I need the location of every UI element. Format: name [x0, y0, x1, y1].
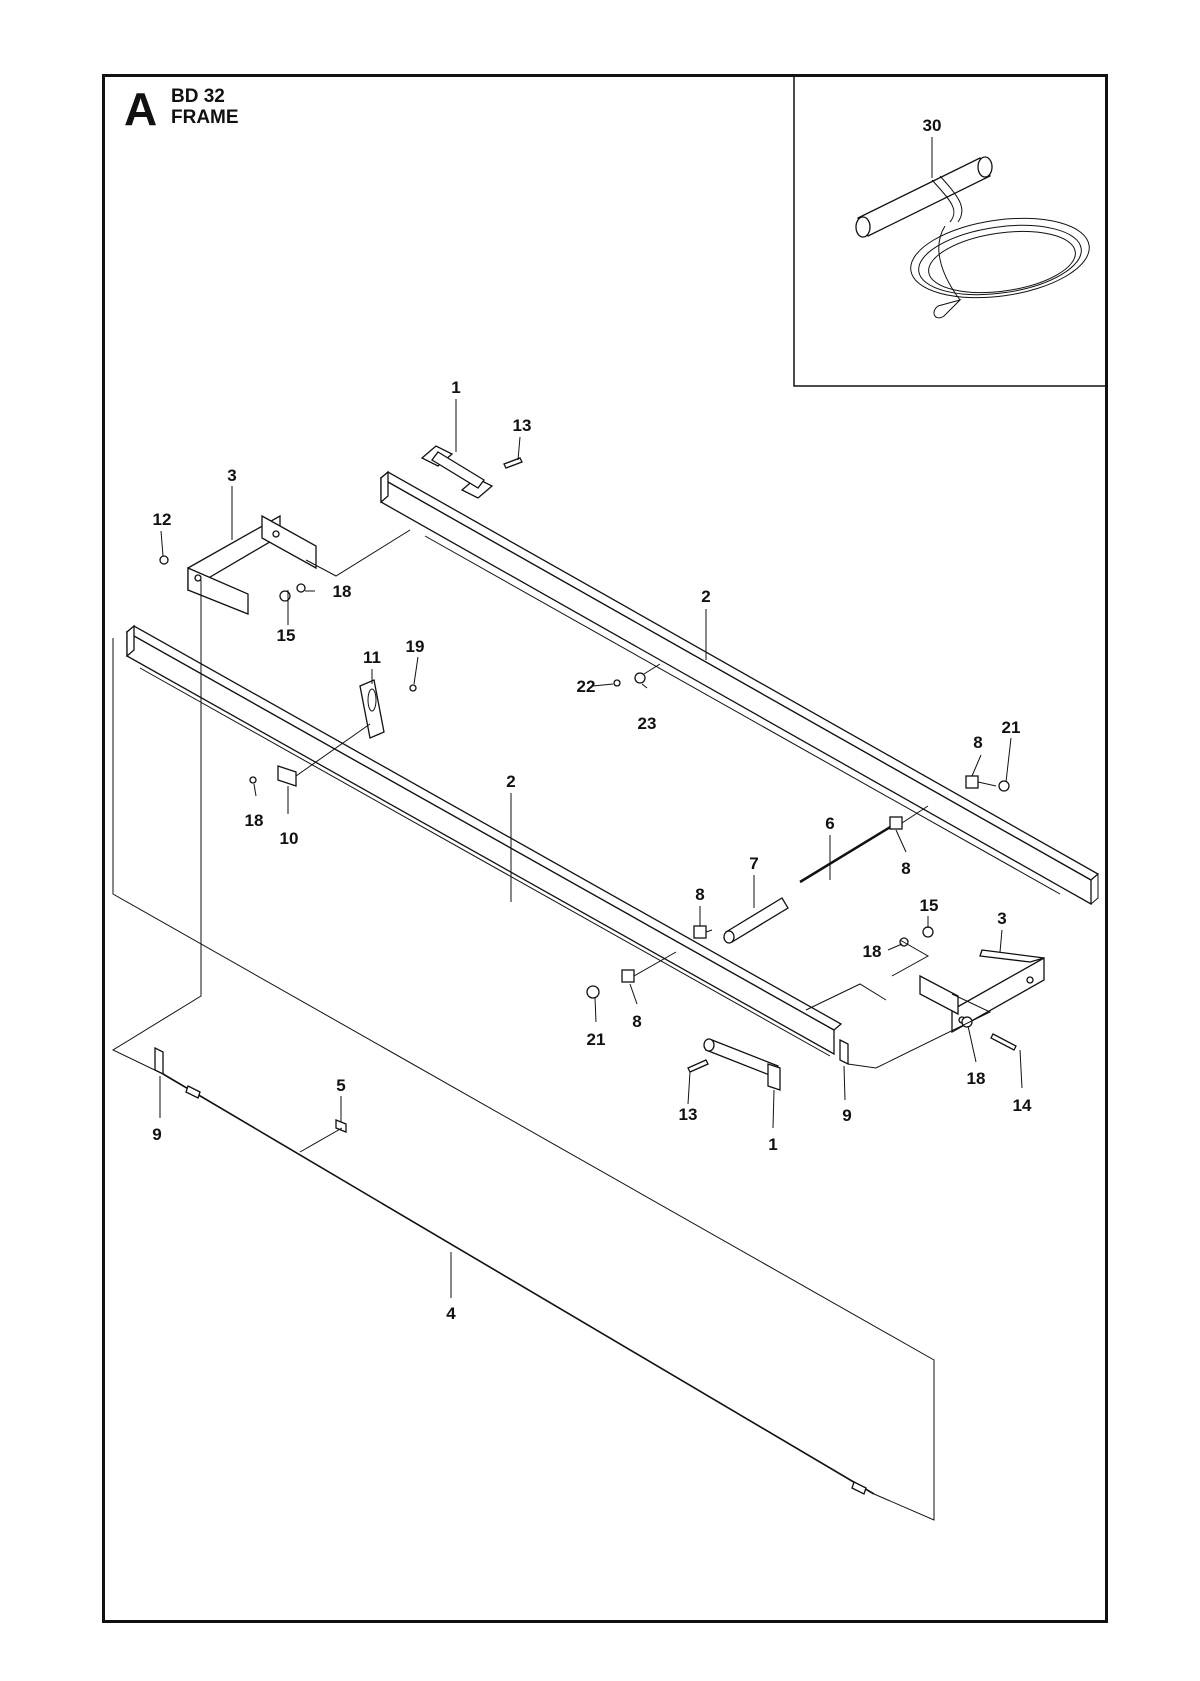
callout-21-left: 21 — [587, 1030, 606, 1049]
callout-19: 18 — [245, 811, 264, 830]
callout-10: 10 — [280, 829, 299, 848]
model-name: BD 32 — [171, 86, 225, 107]
bottom-handle-part — [703, 1038, 781, 1091]
inset-panel: 30 — [793, 76, 1106, 387]
callout-labels: 1 13 3 12 18 15 2 19 11 22 23 21 8 2 18 … — [152, 378, 1032, 1323]
callout-11: 11 — [363, 648, 381, 667]
right-end-bracket-part — [919, 949, 1045, 1034]
section-letter: A — [124, 83, 158, 135]
leader-lines — [159, 399, 1023, 1298]
callout-8-roller: 8 — [695, 885, 704, 904]
callout-13-bottom: 13 — [679, 1105, 698, 1124]
callout-3-left: 3 — [227, 466, 236, 485]
front-rail-part — [125, 624, 843, 1057]
callout-17-right-top: 18 — [863, 942, 882, 961]
top-handle-part — [420, 445, 494, 499]
callout-6: 6 — [825, 814, 834, 833]
callout-2-front: 2 — [506, 772, 515, 791]
fastener-parts — [159, 457, 1017, 1073]
callout-9-left: 9 — [152, 1125, 161, 1144]
small-plate-part — [277, 765, 297, 787]
callout-2-rear: 2 — [701, 587, 710, 606]
block-part — [621, 775, 979, 983]
callout-8-lower: 8 — [632, 1012, 641, 1031]
callout-15-right: 15 — [920, 896, 939, 915]
handle-with-cable-part — [855, 156, 1090, 319]
callout-13-top: 13 — [513, 416, 532, 435]
callout-1-top: 1 — [451, 378, 460, 397]
callout-12: 12 — [153, 510, 172, 529]
callout-17-left: 18 — [333, 582, 352, 601]
steel-cable-part — [162, 1073, 875, 1495]
callout-23: 23 — [638, 714, 657, 733]
callout-30: 30 — [923, 116, 942, 135]
callout-9-right: 9 — [842, 1106, 851, 1125]
roller-part — [723, 897, 789, 944]
callout-21-right: 21 — [1002, 718, 1021, 737]
lifting-plate-part — [359, 679, 385, 739]
callout-15-left: 15 — [277, 626, 296, 645]
rod-part — [799, 824, 893, 884]
callout-8-upper: 8 — [973, 733, 982, 752]
callout-4: 4 — [446, 1304, 456, 1323]
callout-18: 19 — [406, 637, 425, 656]
callout-3-right: 3 — [997, 909, 1006, 928]
rear-rail-part — [379, 470, 1100, 906]
callout-1-bottom: 1 — [768, 1135, 777, 1154]
callout-17-right-bottom: 18 — [967, 1069, 986, 1088]
callout-22: 22 — [577, 677, 596, 696]
assembly-title: FRAME — [171, 106, 239, 128]
callout-5: 5 — [336, 1076, 345, 1095]
assembly-lines — [111, 529, 997, 1521]
left-end-bracket-part — [187, 514, 317, 615]
diagram-frame — [102, 74, 1108, 1623]
callout-14: 14 — [1013, 1096, 1032, 1115]
cable-tab-part — [154, 1038, 849, 1076]
model-title-block: BD 32 FRAME — [171, 86, 239, 128]
callout-7: 7 — [749, 854, 758, 873]
callout-8-rod: 8 — [901, 859, 910, 878]
